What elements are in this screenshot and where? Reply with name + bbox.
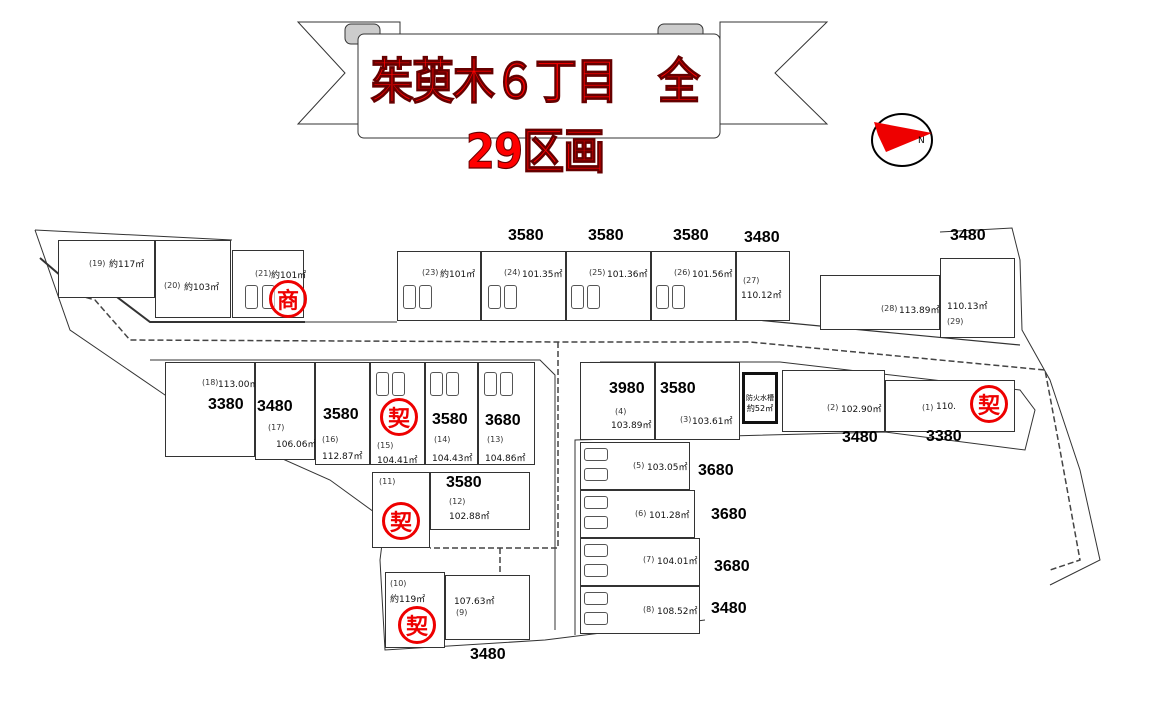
parking-space-icon bbox=[672, 285, 685, 309]
parking-space-icon bbox=[584, 564, 608, 577]
parking-space-icon bbox=[500, 372, 513, 396]
lot-12[interactable]: (12)102.88㎡ bbox=[430, 472, 530, 530]
price-lot-8: 3480 bbox=[711, 600, 747, 617]
price-lot-26: 3580 bbox=[673, 227, 709, 244]
lot-20[interactable]: (20)約103㎡ bbox=[155, 240, 231, 318]
parking-space-icon bbox=[571, 285, 584, 309]
parking-space-icon bbox=[584, 468, 608, 481]
lot-5[interactable]: (5)103.05㎡ bbox=[580, 442, 690, 490]
lot-27[interactable]: (27)110.12㎡ bbox=[736, 251, 790, 321]
price-lot-13: 3680 bbox=[485, 412, 521, 429]
parking-space-icon bbox=[584, 592, 608, 605]
lot-25[interactable]: (25)101.36㎡ bbox=[566, 251, 651, 321]
parking-space-icon bbox=[430, 372, 443, 396]
price-lot-12: 3580 bbox=[446, 474, 482, 491]
price-lot-24: 3580 bbox=[508, 227, 544, 244]
parking-space-icon bbox=[584, 448, 608, 461]
parking-space-icon bbox=[245, 285, 258, 309]
price-lot-25: 3580 bbox=[588, 227, 624, 244]
parking-space-icon bbox=[656, 285, 669, 309]
lot-2[interactable]: (2)102.90㎡ bbox=[782, 370, 885, 432]
parking-space-icon bbox=[504, 285, 517, 309]
lot-7[interactable]: (7)104.01㎡ bbox=[580, 538, 700, 586]
price-lot-9: 3480 bbox=[470, 646, 506, 663]
lot-6[interactable]: (6)101.28㎡ bbox=[580, 490, 695, 538]
lot-28[interactable]: (28)113.89㎡ bbox=[820, 275, 940, 330]
parking-space-icon bbox=[419, 285, 432, 309]
parking-space-icon bbox=[584, 496, 608, 509]
price-lot-7: 3680 bbox=[714, 558, 750, 575]
lot-3[interactable]: (3)103.61㎡ bbox=[655, 362, 740, 440]
lot-9[interactable]: (9)107.63㎡ bbox=[445, 575, 530, 640]
lot-8[interactable]: (8)108.52㎡ bbox=[580, 586, 700, 634]
lot-11[interactable]: (11) bbox=[372, 472, 430, 548]
parking-space-icon bbox=[488, 285, 501, 309]
lot-19[interactable]: (19)約117㎡ bbox=[58, 240, 155, 298]
price-lot-6: 3680 bbox=[711, 506, 747, 523]
contracted-badge: 契 bbox=[398, 606, 436, 644]
lot-26[interactable]: (26)101.56㎡ bbox=[651, 251, 736, 321]
page-title: 茱萸木６丁目 全29区画 bbox=[370, 53, 700, 181]
lot-4[interactable]: (4)103.89㎡ bbox=[580, 362, 655, 440]
svg-text:N: N bbox=[918, 136, 925, 146]
price-lot-5: 3680 bbox=[698, 462, 734, 479]
lot-23[interactable]: (23)約101㎡ bbox=[397, 251, 481, 321]
parking-space-icon bbox=[392, 372, 405, 396]
price-lot-16: 3580 bbox=[323, 406, 359, 423]
price-lot-27: 3480 bbox=[744, 229, 780, 246]
lot-29[interactable]: (29)110.13㎡ bbox=[940, 258, 1015, 338]
lot-14[interactable]: (14)104.43㎡ bbox=[425, 362, 478, 465]
lot-17[interactable]: (17)106.06㎡ bbox=[255, 362, 317, 460]
price-lot-4: 3980 bbox=[609, 380, 645, 397]
parking-space-icon bbox=[484, 372, 497, 396]
contracted-badge: 契 bbox=[382, 502, 420, 540]
commercial-badge: 商 bbox=[269, 280, 307, 318]
lot-16[interactable]: (16)112.87㎡ bbox=[315, 362, 370, 465]
price-lot-29: 3480 bbox=[950, 227, 986, 244]
price-lot-1: 3380 bbox=[926, 428, 962, 445]
parking-space-icon bbox=[584, 544, 608, 557]
parking-space-icon bbox=[446, 372, 459, 396]
lot-18[interactable]: (18)113.00㎡ bbox=[165, 362, 259, 457]
north-arrow-icon: N bbox=[871, 113, 933, 167]
price-lot-17: 3480 bbox=[257, 398, 293, 415]
parking-space-icon bbox=[584, 516, 608, 529]
lot-24[interactable]: (24)101.35㎡ bbox=[481, 251, 566, 321]
parking-space-icon bbox=[584, 612, 608, 625]
title-banner bbox=[296, 21, 829, 139]
lot-13[interactable]: (13)104.86㎡ bbox=[478, 362, 535, 465]
parking-space-icon bbox=[587, 285, 600, 309]
contracted-badge: 契 bbox=[380, 398, 418, 436]
price-lot-14: 3580 bbox=[432, 411, 468, 428]
parking-space-icon bbox=[403, 285, 416, 309]
contracted-badge: 契 bbox=[970, 385, 1008, 423]
parking-space-icon bbox=[376, 372, 389, 396]
price-lot-2: 3480 bbox=[842, 429, 878, 446]
fire-water-tank: 防火水槽約52㎡ bbox=[742, 372, 778, 424]
price-lot-18: 3380 bbox=[208, 396, 244, 413]
price-lot-3: 3580 bbox=[660, 380, 696, 397]
